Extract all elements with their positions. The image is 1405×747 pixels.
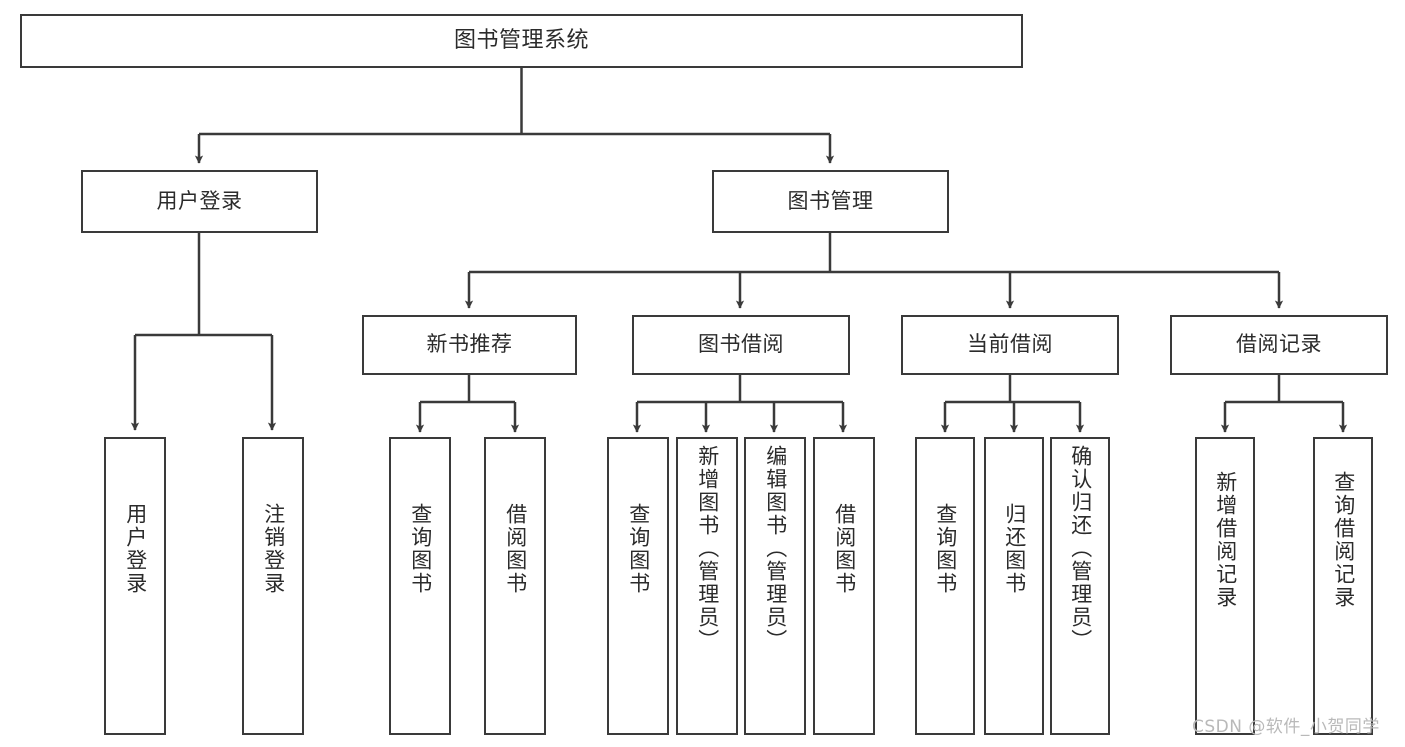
node-user-login-label: 用户登录 — [156, 188, 243, 213]
leaf-query-book-2[interactable]: 查询图书 — [607, 437, 669, 735]
node-root-label: 图书管理系统 — [453, 27, 589, 53]
node-book-borrow[interactable]: 图书借阅 — [632, 315, 850, 375]
leaf-return-book[interactable]: 归还图书 — [984, 437, 1044, 735]
leaf-user-login-label: 用户登录 — [123, 503, 148, 595]
node-book-management[interactable]: 图书管理 — [712, 170, 949, 233]
leaf-query-borrow-record-label: 查询借阅记录 — [1331, 471, 1356, 609]
leaf-query-book-3[interactable]: 查询图书 — [915, 437, 975, 735]
node-root[interactable]: 图书管理系统 — [20, 14, 1023, 68]
node-new-book-recommend[interactable]: 新书推荐 — [362, 315, 577, 375]
leaf-logout-login[interactable]: 注销登录 — [242, 437, 304, 735]
leaf-add-book[interactable]: 新增图书（管理员） — [676, 437, 738, 735]
node-new-book-recommend-label: 新书推荐 — [426, 332, 513, 357]
leaf-edit-book-label: 编辑图书（管理员） — [763, 445, 788, 652]
leaf-add-borrow-record[interactable]: 新增借阅记录 — [1195, 437, 1255, 735]
csdn-watermark: CSDN @软件_小贺同学 — [1192, 717, 1380, 737]
leaf-borrow-book-2[interactable]: 借阅图书 — [813, 437, 875, 735]
leaf-query-borrow-record[interactable]: 查询借阅记录 — [1313, 437, 1373, 735]
leaf-query-book-1-label: 查询图书 — [408, 503, 433, 595]
leaf-add-borrow-record-label: 新增借阅记录 — [1213, 471, 1238, 609]
leaf-confirm-return[interactable]: 确认归还（管理员） — [1050, 437, 1110, 735]
leaf-logout-login-label: 注销登录 — [261, 503, 286, 595]
node-current-borrow[interactable]: 当前借阅 — [901, 315, 1119, 375]
leaf-borrow-book-2-label: 借阅图书 — [832, 503, 857, 595]
node-borrow-record[interactable]: 借阅记录 — [1170, 315, 1388, 375]
leaf-user-login[interactable]: 用户登录 — [104, 437, 166, 735]
leaf-query-book-2-label: 查询图书 — [626, 503, 651, 595]
leaf-query-book-3-label: 查询图书 — [933, 503, 958, 595]
node-user-login[interactable]: 用户登录 — [81, 170, 318, 233]
node-current-borrow-label: 当前借阅 — [967, 332, 1053, 357]
leaf-confirm-return-label: 确认归还（管理员） — [1068, 445, 1093, 652]
node-book-management-label: 图书管理 — [787, 188, 874, 213]
leaf-return-book-label: 归还图书 — [1002, 503, 1027, 595]
leaf-add-book-label: 新增图书（管理员） — [695, 445, 720, 652]
leaf-query-book-1[interactable]: 查询图书 — [389, 437, 451, 735]
leaf-borrow-book-1[interactable]: 借阅图书 — [484, 437, 546, 735]
leaf-borrow-book-1-label: 借阅图书 — [503, 503, 528, 595]
node-book-borrow-label: 图书借阅 — [698, 332, 784, 357]
node-borrow-record-label: 借阅记录 — [1236, 332, 1322, 357]
leaf-edit-book[interactable]: 编辑图书（管理员） — [744, 437, 806, 735]
